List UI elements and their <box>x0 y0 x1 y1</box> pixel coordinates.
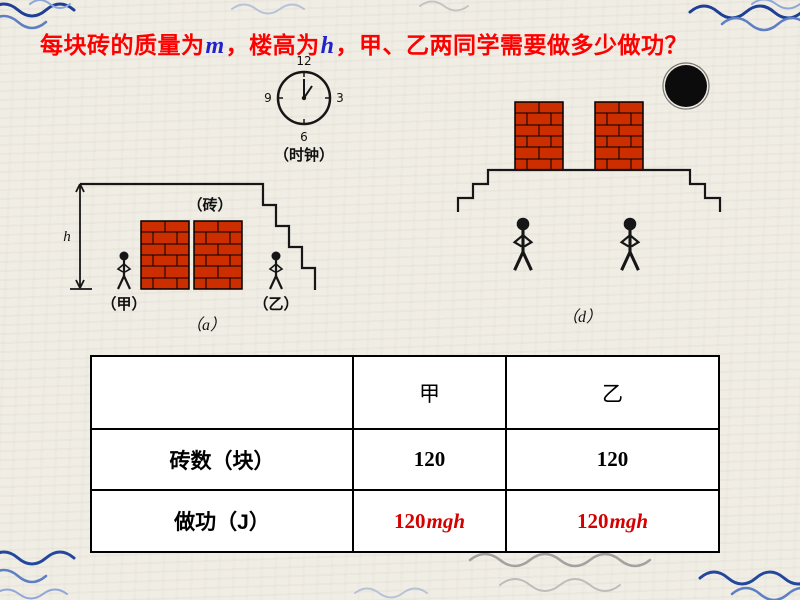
work-table: 甲 乙 砖数（块） 120 120 做功（J） 120mgh 120mgh <box>90 355 720 553</box>
top-middle-waves <box>231 0 469 15</box>
student-jia-label: （甲） <box>101 295 146 313</box>
student-figure-left <box>513 216 533 272</box>
work-value-yi: 120mgh <box>505 489 720 553</box>
sun-icon <box>662 62 710 110</box>
bricks-row-label: 砖数（块） <box>90 428 354 491</box>
work-value-yi-number: 120 <box>576 508 609 533</box>
clock-number-3: 3 <box>336 91 344 105</box>
scene-d-caption: （d） <box>562 308 602 326</box>
bricks-count-jia: 120 <box>352 428 507 491</box>
table-header-row: 甲 乙 <box>90 355 720 430</box>
clock-icon <box>276 70 332 126</box>
student-jia-figure <box>116 250 132 291</box>
corner-waves-bottom-right <box>698 570 800 600</box>
work-value-jia: 120mgh <box>352 489 507 553</box>
table-header-yi: 乙 <box>505 355 720 430</box>
student-yi-figure <box>268 250 284 291</box>
table-header-blank <box>90 355 354 430</box>
page-title: 每块砖的质量为m，楼高为h，甲、乙两同学需要做多少做功？ <box>40 26 785 60</box>
table-row-bricks: 砖数（块） 120 120 <box>90 428 720 491</box>
clock-label: （时钟） <box>274 146 334 164</box>
title-text-1: 每块砖的质量为 <box>40 32 205 58</box>
scene-a-illustration: h （砖） （甲） （乙） （a） <box>63 182 317 334</box>
title-variable-m: m <box>205 33 225 59</box>
work-value-jia-variables: mgh <box>426 508 465 533</box>
table-header-jia: 甲 <box>352 355 507 430</box>
corner-waves-bottom-left <box>0 550 76 600</box>
brick-stack-right <box>193 220 243 290</box>
student-figure-right <box>620 216 640 272</box>
corner-waves-top-left <box>0 0 76 30</box>
staircase-outline <box>80 182 317 290</box>
height-label: h <box>63 229 71 245</box>
platform-and-stairs <box>456 168 722 212</box>
brick-stack-top-right <box>594 101 644 171</box>
bricks-count-yi: 120 <box>505 428 720 491</box>
height-arrow <box>70 183 92 290</box>
student-yi-label: （乙） <box>253 295 298 313</box>
title-text-3: ，甲、乙两同学需要做多少做功？ <box>335 32 689 58</box>
brick-stack-top-left <box>514 101 564 171</box>
clock-number-6: 6 <box>300 130 308 144</box>
work-value-jia-number: 120 <box>393 508 426 533</box>
scene-a-caption: （a） <box>186 316 226 334</box>
bricks-label: （砖） <box>187 196 232 214</box>
work-value-yi-variables: mgh <box>609 508 648 533</box>
bottom-gray-squiggles <box>354 552 652 599</box>
brick-stack-left <box>140 220 190 290</box>
clock-number-9: 9 <box>264 91 272 105</box>
work-row-label: 做功（J） <box>90 489 354 553</box>
title-variable-h: h <box>320 33 335 59</box>
clock-illustration: 12 9 3 6 （时钟） <box>264 54 344 164</box>
table-row-work: 做功（J） 120mgh 120mgh <box>90 489 720 553</box>
title-text-2: ，楼高为 <box>225 32 320 58</box>
scene-d-illustration: （d） <box>456 62 722 326</box>
